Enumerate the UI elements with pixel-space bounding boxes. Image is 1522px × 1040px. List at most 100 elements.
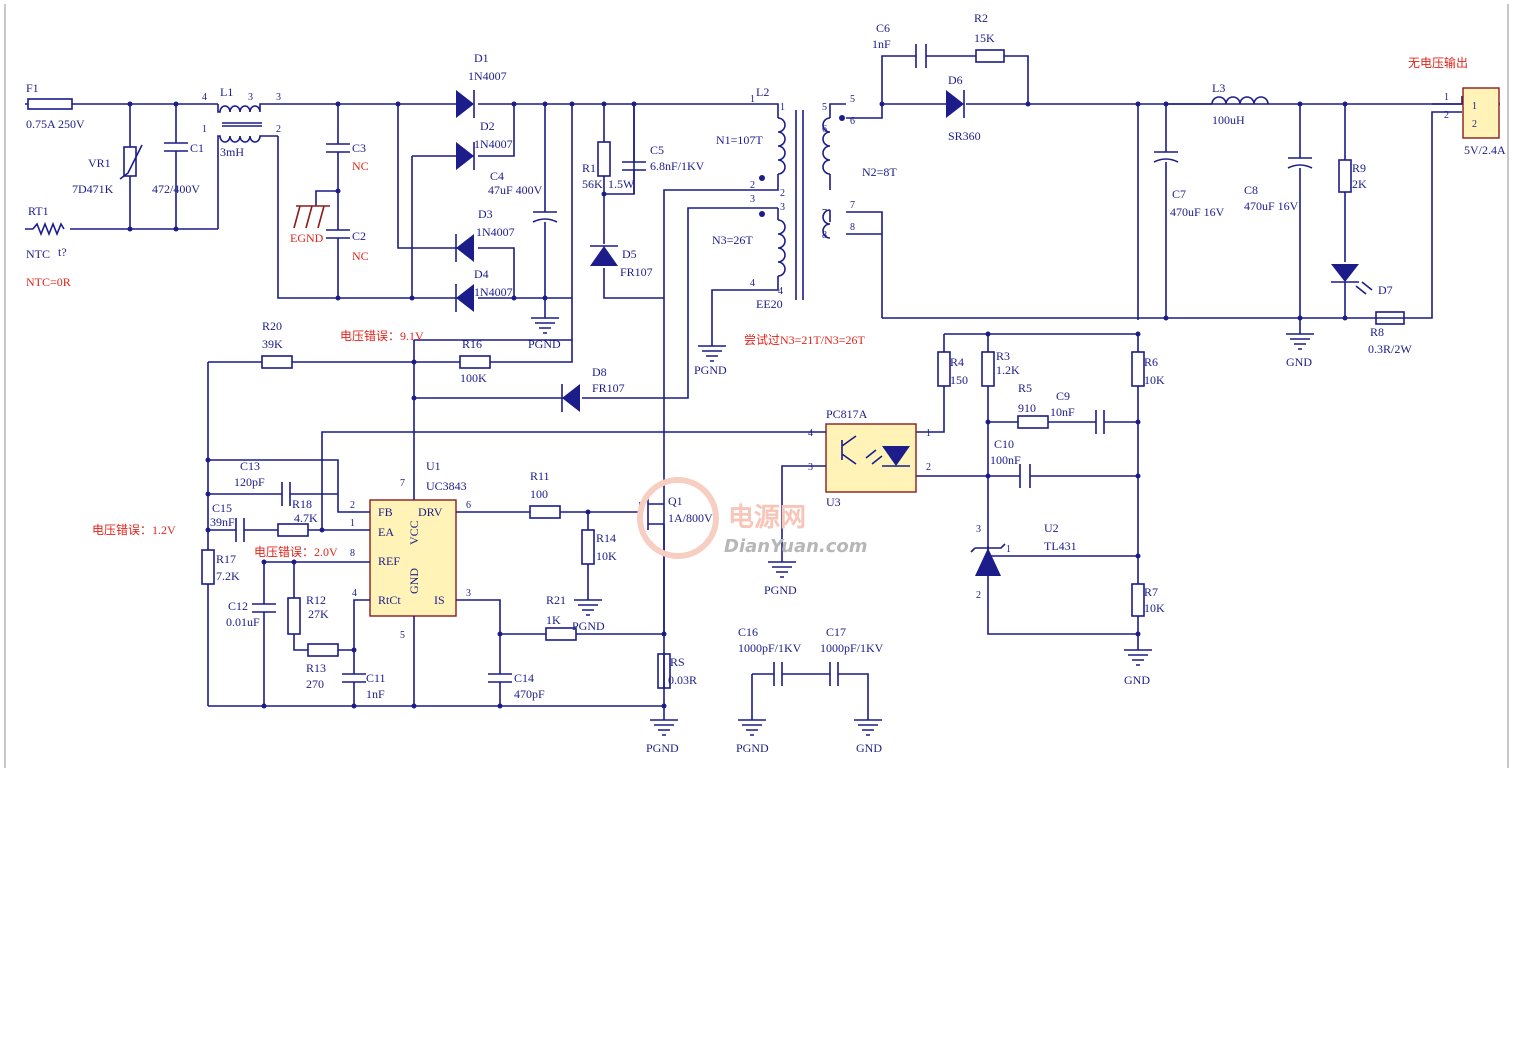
- diode-d8: [562, 384, 580, 412]
- svg-text:4: 4: [750, 278, 755, 289]
- c7-ref: C7: [1172, 187, 1186, 201]
- d4-ref: D4: [474, 267, 489, 281]
- choke-l1-top: [217, 103, 278, 113]
- r11-ref: R11: [530, 469, 550, 483]
- c13-ref: C13: [240, 459, 260, 473]
- svg-text:6: 6: [466, 500, 471, 511]
- diode-d3: [456, 234, 474, 262]
- capacitor-c7: [1153, 151, 1179, 163]
- rs-value: 0.03R: [668, 673, 697, 687]
- resistor-r7: [1131, 583, 1145, 617]
- u1-ref-pin: REF: [378, 554, 400, 568]
- diode-d4: [456, 284, 474, 312]
- resistor-r6: [1131, 351, 1145, 387]
- svg-text:3: 3: [808, 462, 813, 473]
- diode-d2: [456, 142, 474, 170]
- r1-power: 1.5W: [608, 177, 635, 191]
- c7-value: 470uF 16V: [1170, 205, 1225, 219]
- svg-text:5: 5: [400, 630, 405, 641]
- capacitor-c6: [915, 44, 927, 68]
- r6-ref: R6: [1144, 355, 1158, 369]
- resistor-r18: [277, 523, 309, 537]
- transformer-core: [795, 110, 804, 300]
- u2-value: TL431: [1044, 539, 1077, 553]
- c4-ref: C4: [490, 169, 504, 183]
- diode-d6: [946, 90, 964, 118]
- svg-text:8: 8: [350, 548, 355, 559]
- c10-value: 100nF: [990, 453, 1021, 467]
- c15-ref: C15: [212, 501, 232, 515]
- resistor-r9: [1338, 159, 1352, 193]
- n3-note: 尝试过N3=21T/N3=26T: [744, 332, 866, 347]
- vr1-ref: VR1: [88, 156, 111, 170]
- q1-value: 1A/800V: [668, 511, 713, 525]
- r13-ref: R13: [306, 661, 326, 675]
- c2-ref: C2: [352, 229, 366, 243]
- j1-pin1: 1: [1472, 101, 1477, 112]
- u1-ref: U1: [426, 459, 441, 473]
- svg-text:3: 3: [976, 524, 981, 535]
- resistor-r20: [261, 355, 293, 369]
- c15-value: 39nF: [210, 515, 235, 529]
- r16-ref: R16: [462, 337, 482, 351]
- svg-text:2: 2: [750, 180, 755, 191]
- capacitor-c8: [1287, 157, 1313, 169]
- resistor-r1: [597, 141, 611, 177]
- capacitor-c15: [235, 518, 245, 542]
- f1-value: 0.75A 250V: [26, 117, 85, 131]
- c14-value: 470pF: [514, 687, 545, 701]
- r21-value: 1K: [546, 613, 561, 627]
- l2-ref: L2: [756, 85, 769, 99]
- c2-value: NC: [352, 249, 369, 263]
- l2-n3: N3=26T: [712, 233, 753, 247]
- d3-value: 1N4007: [476, 225, 515, 239]
- c3-ref: C3: [352, 141, 366, 155]
- rt1-ref: RT1: [28, 204, 49, 218]
- l3-value: 100uH: [1212, 113, 1245, 127]
- svg-text:1: 1: [202, 124, 207, 135]
- watermark-en: DianYuan.com: [724, 536, 868, 557]
- d7-ref: D7: [1378, 283, 1393, 297]
- u1-is: IS: [434, 593, 445, 607]
- l3-ref: L3: [1212, 81, 1225, 95]
- pgnd-label-r14: PGND: [572, 619, 605, 633]
- svg-text:2: 2: [350, 500, 355, 511]
- svg-text:3: 3: [780, 202, 785, 213]
- watermark-cn: 电源网: [728, 503, 806, 533]
- resistor-r14: [581, 529, 595, 565]
- pgnd-label-bridge: PGND: [528, 337, 561, 351]
- svg-text:2: 2: [1444, 110, 1449, 121]
- svg-text:1: 1: [926, 428, 931, 439]
- rs-ref: RS: [670, 655, 685, 669]
- gnd-label-c17: GND: [856, 741, 882, 755]
- watermark: 电源网 DianYuan.com: [637, 477, 868, 559]
- r17-ref: R17: [216, 552, 236, 566]
- egnd-symbol: [293, 205, 330, 229]
- capacitor-c17: [829, 662, 839, 686]
- r5-ref: R5: [1018, 381, 1032, 395]
- r2-ref: R2: [974, 11, 988, 25]
- uc3843-u1: [369, 499, 457, 617]
- r2-value: 15K: [974, 31, 995, 45]
- svg-text:1: 1: [750, 94, 755, 105]
- vr1-value: 7D471K: [72, 182, 114, 196]
- capacitor-c1: [164, 142, 188, 152]
- egnd-label: EGND: [290, 231, 324, 245]
- svg-text:6: 6: [822, 124, 827, 135]
- capacitor-c5: [622, 161, 646, 171]
- pgnd-label-opto: PGND: [764, 583, 797, 597]
- transformer-primary: [777, 117, 786, 175]
- d6-value: SR360: [948, 129, 981, 143]
- resistor-r4: [937, 351, 951, 387]
- svg-text:3: 3: [466, 588, 471, 599]
- d6-ref: D6: [948, 73, 963, 87]
- svg-text:1: 1: [1006, 544, 1011, 555]
- d3-ref: D3: [478, 207, 493, 221]
- c8-value: 470uF 16V: [1244, 199, 1299, 213]
- u1-gnd: GND: [407, 568, 421, 594]
- d5-ref: D5: [622, 247, 637, 261]
- c11-ref: C11: [366, 671, 386, 685]
- svg-text:1: 1: [1444, 92, 1449, 103]
